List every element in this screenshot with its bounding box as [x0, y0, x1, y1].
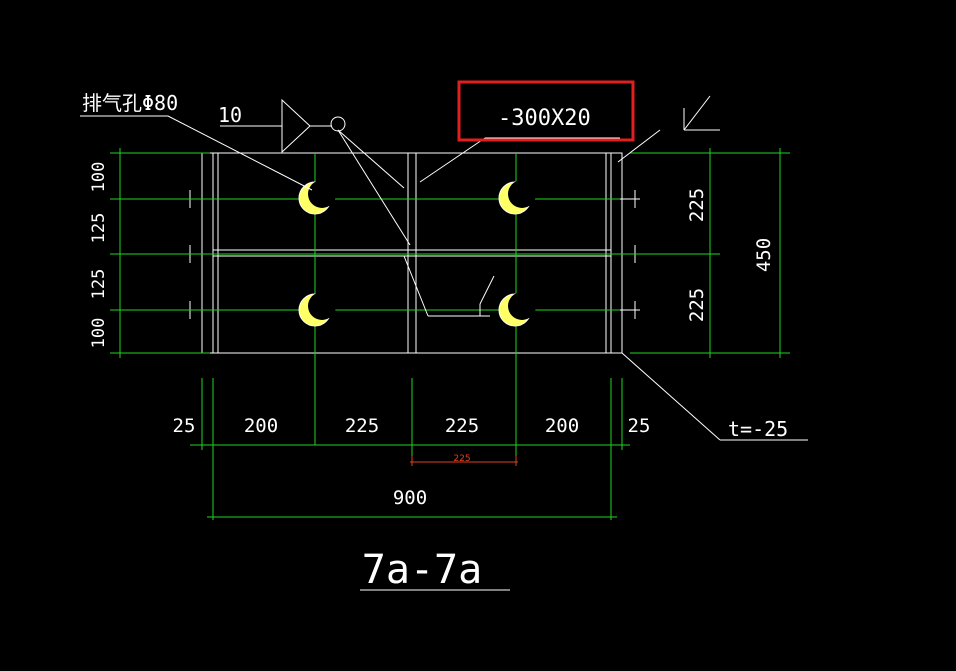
- plate-outline: [201, 152, 623, 354]
- right-dim-2: 225: [686, 288, 708, 322]
- dimension-lines: [119, 148, 781, 591]
- section-title: 7a-7a: [362, 547, 482, 593]
- plate-spec-label: -300X20: [498, 106, 591, 131]
- leaders: [80, 95, 808, 441]
- left-dim-2: 125: [89, 213, 109, 244]
- left-dim-4: 100: [89, 318, 109, 349]
- vent-holes: [298, 180, 536, 327]
- weld-size-label: 10: [218, 103, 242, 127]
- thickness-label: t=-25: [728, 417, 788, 441]
- vent-hole-label: 排气孔Φ80: [82, 91, 178, 115]
- right-dim-1: 225: [686, 188, 708, 222]
- red-dim: 225: [453, 454, 470, 464]
- bottom-dim-5: 200: [545, 415, 579, 437]
- right-total-dim: 450: [753, 238, 775, 272]
- bottom-dim-4: 225: [445, 415, 479, 437]
- highlight-box: [457, 80, 635, 142]
- bottom-dim-1: 25: [173, 415, 196, 437]
- bottom-total-dim: 900: [393, 487, 427, 509]
- left-dim-1: 100: [89, 162, 109, 193]
- bottom-dim-2: 200: [244, 415, 278, 437]
- bottom-dim-3: 225: [345, 415, 379, 437]
- left-dim-3: 125: [89, 269, 109, 300]
- bottom-dim-6: 25: [628, 415, 651, 437]
